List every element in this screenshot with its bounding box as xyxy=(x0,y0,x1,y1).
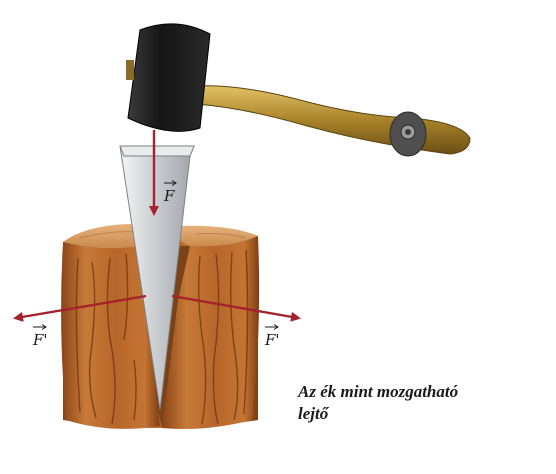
caption-line-1: Az ék mint mozgatható xyxy=(298,382,459,401)
force-label-right-group: F' xyxy=(264,324,280,349)
force-label-down: F xyxy=(163,187,175,205)
force-label-left: F' xyxy=(32,331,48,349)
force-arrow-icon xyxy=(13,130,301,322)
force-label-right: F' xyxy=(264,331,280,349)
wedge-icon xyxy=(119,145,195,411)
figure-caption: Az ék mint mozgatható lejtő xyxy=(298,381,538,425)
force-label-left-group: F' xyxy=(32,324,48,349)
hammer-icon xyxy=(126,23,471,157)
force-label-down-group: F xyxy=(163,180,177,205)
caption-line-2: lejtő xyxy=(298,404,329,423)
force-arrow-left xyxy=(13,294,147,322)
force-arrow-right xyxy=(171,294,301,322)
